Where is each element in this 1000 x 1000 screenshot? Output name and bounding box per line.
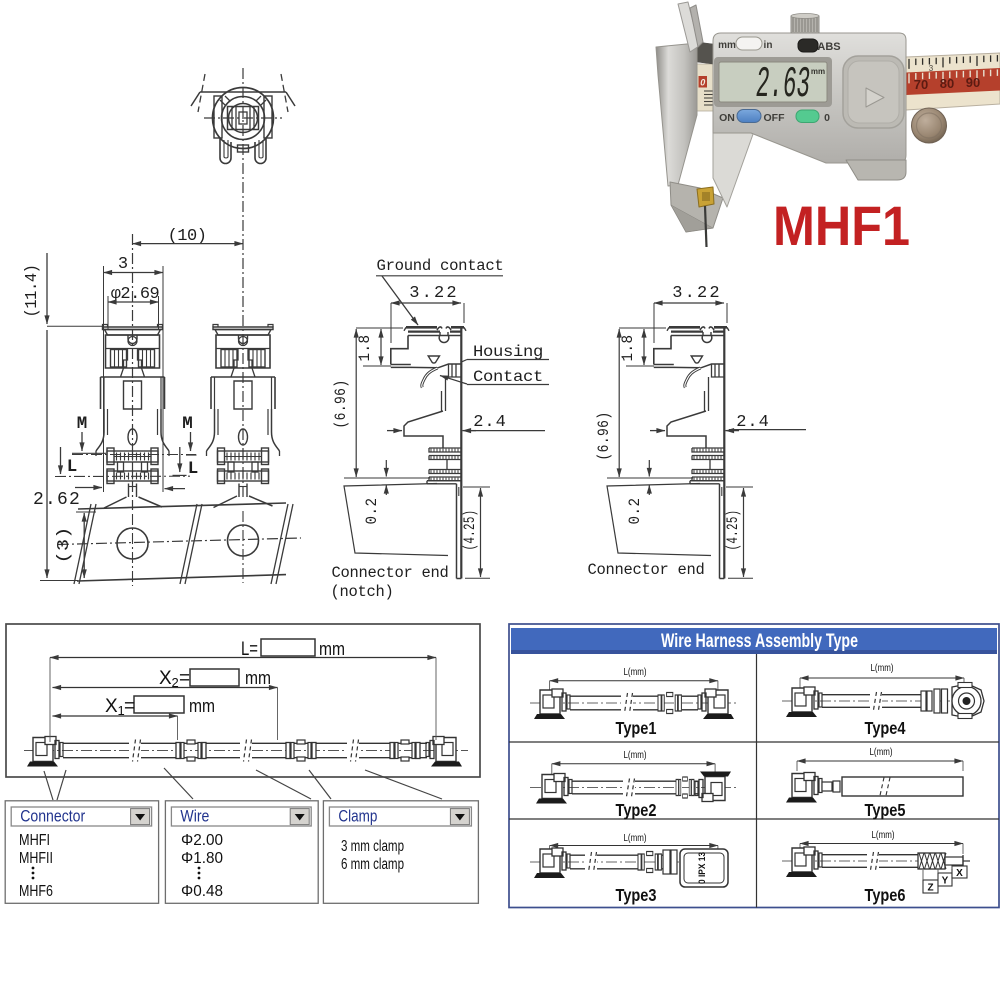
svg-text:(3): (3): [55, 527, 74, 564]
svg-text:(6.96): (6.96): [332, 380, 350, 429]
svg-text:L(mm): L(mm): [871, 662, 894, 674]
svg-text:Wire: Wire: [180, 807, 209, 826]
svg-text:L: L: [188, 459, 199, 479]
svg-text:Connector: Connector: [20, 807, 85, 826]
svg-text:in: in: [764, 40, 773, 51]
svg-text:OFF: OFF: [764, 112, 786, 124]
svg-text:0.2: 0.2: [626, 498, 644, 525]
svg-text:MHF6: MHF6: [19, 883, 53, 900]
svg-text:ABS: ABS: [817, 41, 840, 53]
svg-text:Connector end: Connector end: [332, 564, 449, 582]
svg-text:L(mm): L(mm): [624, 666, 647, 678]
svg-text:Wire Harness Assembly Type: Wire Harness Assembly Type: [661, 630, 858, 652]
svg-text:Type2: Type2: [616, 800, 657, 820]
svg-text:2.4: 2.4: [736, 413, 770, 432]
svg-text:3.22: 3.22: [672, 284, 722, 303]
svg-text:mm: mm: [811, 67, 825, 76]
svg-text:90: 90: [966, 75, 980, 90]
svg-text:M: M: [77, 414, 88, 434]
svg-text:φ2.69: φ2.69: [111, 285, 160, 304]
svg-text:(4.25): (4.25): [724, 510, 742, 551]
svg-text:Φ1.80: Φ1.80: [181, 850, 223, 867]
svg-text:3 mm clamp: 3 mm clamp: [341, 838, 404, 855]
svg-text:1.8: 1.8: [619, 335, 637, 362]
svg-text:mm: mm: [245, 668, 271, 688]
svg-text:2.4: 2.4: [473, 413, 507, 432]
svg-text:0: 0: [700, 78, 705, 88]
svg-text:(4.25): (4.25): [461, 510, 479, 551]
svg-text:Z: Z: [927, 883, 933, 894]
svg-text:MHFII: MHFII: [19, 850, 53, 867]
svg-text:Y: Y: [942, 876, 949, 887]
svg-text:Type5: Type5: [865, 800, 906, 820]
svg-text:M: M: [182, 414, 193, 434]
svg-text:X: X: [159, 668, 172, 689]
svg-text:X: X: [956, 868, 963, 879]
svg-text:Type3: Type3: [616, 885, 657, 905]
svg-text:mm: mm: [718, 40, 736, 51]
svg-text:0: 0: [824, 112, 830, 124]
svg-text:Connector end: Connector end: [588, 561, 705, 579]
svg-text:MHFI: MHFI: [19, 832, 50, 849]
svg-text:2.63: 2.63: [756, 60, 810, 110]
svg-text:(6.96): (6.96): [595, 412, 613, 461]
svg-text:L=: L=: [241, 639, 258, 660]
svg-text:80: 80: [940, 76, 954, 91]
svg-text:L(mm): L(mm): [624, 749, 647, 761]
svg-text:L: L: [67, 457, 78, 477]
svg-text:0.2: 0.2: [363, 498, 381, 525]
svg-text:70: 70: [914, 77, 928, 92]
svg-text:Type4: Type4: [865, 718, 906, 738]
svg-text:Clamp: Clamp: [338, 807, 377, 826]
svg-text:MHF1: MHF1: [773, 194, 910, 257]
svg-text:=: =: [179, 668, 190, 689]
svg-text:Housing: Housing: [473, 343, 543, 361]
svg-text:Ground contact: Ground contact: [377, 257, 504, 275]
svg-text:L(mm): L(mm): [624, 832, 647, 844]
svg-text:2: 2: [172, 675, 179, 690]
svg-text:3.22: 3.22: [409, 284, 459, 303]
svg-text:3: 3: [929, 64, 934, 73]
svg-text:=: =: [124, 696, 135, 717]
svg-text:Φ0.48: Φ0.48: [181, 883, 223, 900]
svg-text:(notch): (notch): [331, 583, 394, 601]
svg-text:(11.4): (11.4): [23, 265, 42, 318]
svg-text:mm: mm: [189, 696, 215, 716]
svg-text:2.62: 2.62: [33, 490, 81, 510]
svg-text:Φ2.00: Φ2.00: [181, 832, 223, 849]
svg-text:1: 1: [118, 703, 125, 718]
svg-text:mm: mm: [319, 639, 345, 659]
svg-text:ON: ON: [719, 112, 735, 124]
svg-text:1.8: 1.8: [356, 335, 374, 362]
svg-text:Type1: Type1: [616, 718, 657, 738]
svg-text:X: X: [105, 696, 118, 717]
svg-text:L(mm): L(mm): [872, 829, 895, 841]
svg-text:3: 3: [118, 255, 128, 274]
svg-text:6 mm clamp: 6 mm clamp: [341, 856, 404, 873]
svg-text:L(mm): L(mm): [870, 746, 893, 758]
svg-text:Contact: Contact: [473, 368, 543, 386]
svg-text:0 IPX 13: 0 IPX 13: [697, 852, 708, 884]
svg-text:Type6: Type6: [865, 885, 906, 905]
